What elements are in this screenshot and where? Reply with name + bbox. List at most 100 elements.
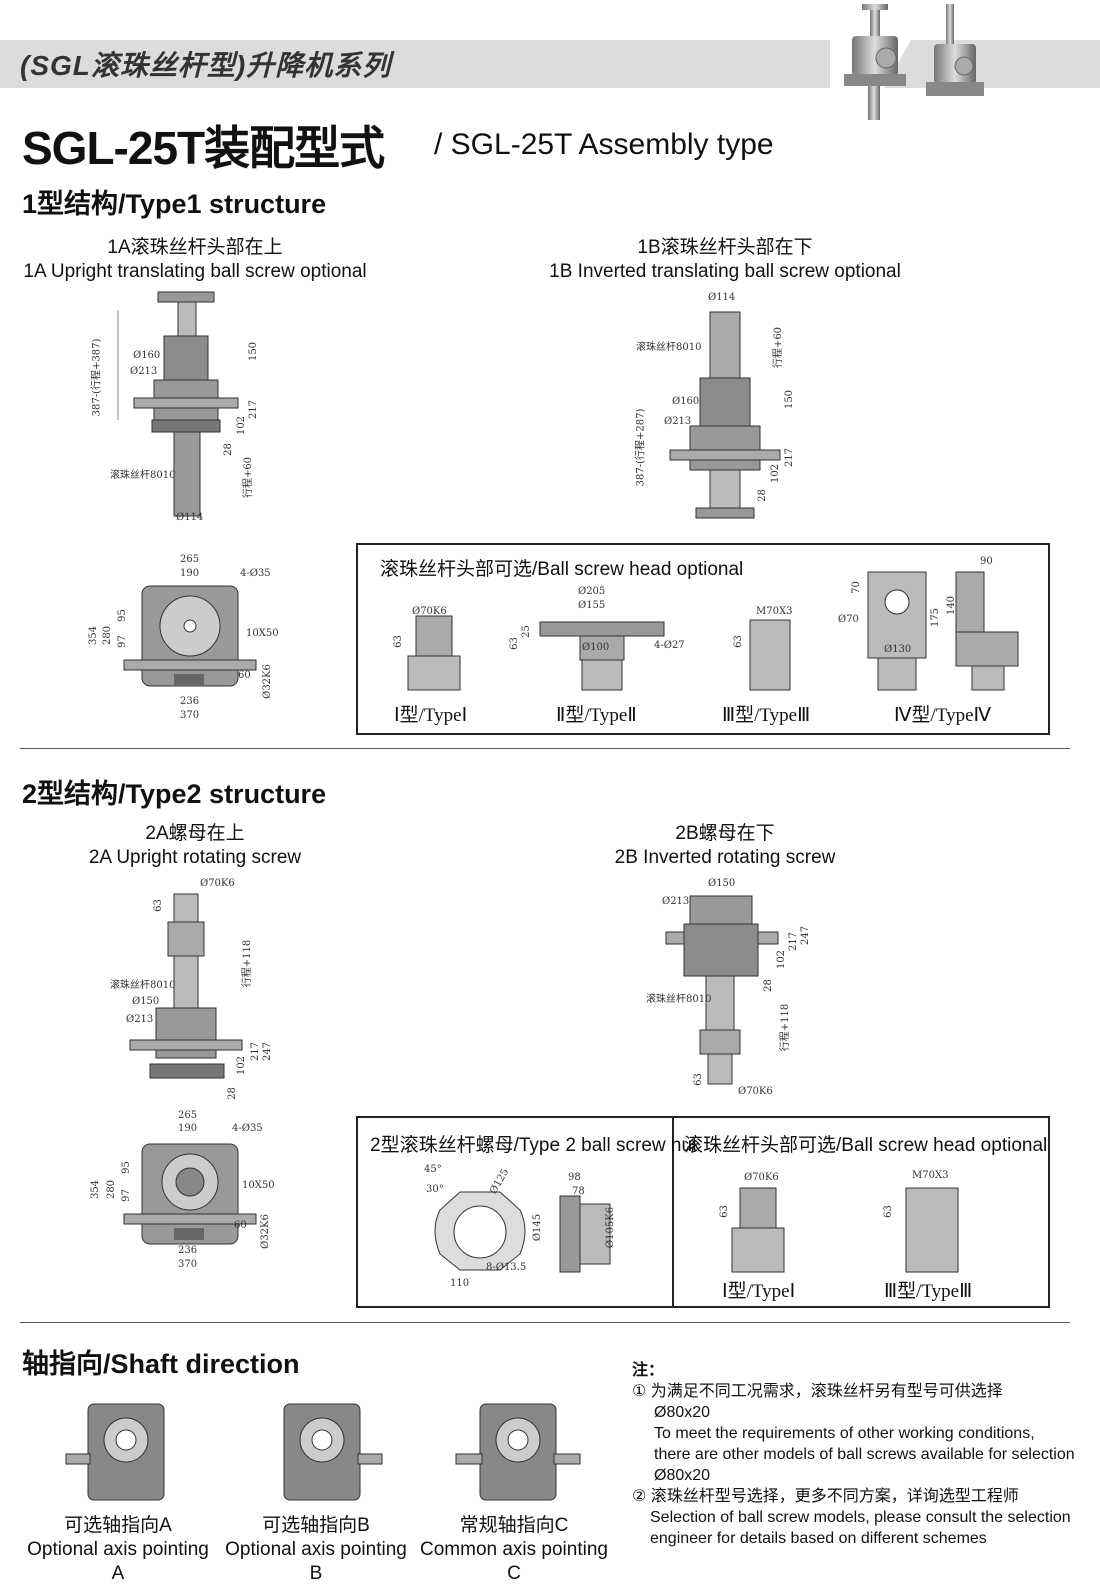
caption-1b-en: 1B Inverted translating ball screw optio… xyxy=(549,261,901,282)
plan2-h97: 97 xyxy=(120,1189,132,1202)
plan1-b236: 236 xyxy=(180,696,200,707)
head2-1-d70k6: Ø70K6 xyxy=(744,1172,779,1183)
dim-2b-217: 217 xyxy=(788,931,800,952)
caption-1b: 1B滚珠丝杆头部在下 1B Inverted translating ball … xyxy=(540,236,910,284)
heads-box-1 xyxy=(356,543,1050,735)
type2-heading: 2型结构/Type2 structure xyxy=(22,779,327,809)
caption-1b-cn: 1B滚珠丝杆头部在下 xyxy=(637,237,813,258)
head-type4-label: Ⅳ型/TypeⅣ xyxy=(894,705,992,726)
plan1-h280: 280 xyxy=(102,625,114,646)
caption-2a: 2A螺母在上 2A Upright rotating screw xyxy=(10,822,380,870)
plan2-key: 10X50 xyxy=(242,1180,275,1191)
dim-2a-d213: Ø213 xyxy=(126,1014,154,1025)
dim-1b-d114: Ø114 xyxy=(708,292,736,303)
head4-w90: 90 xyxy=(980,556,993,567)
dim-1b-28: 28 xyxy=(756,489,768,502)
plan2-b370: 370 xyxy=(178,1259,198,1270)
plan-view-1 xyxy=(123,585,257,687)
plan1-shaft: Ø32K6 xyxy=(261,664,273,699)
plan1-b370: 370 xyxy=(180,710,200,721)
drawing-2b xyxy=(665,895,779,1085)
dim-1b-d213: Ø213 xyxy=(664,416,692,427)
plan1-h354: 354 xyxy=(88,625,100,646)
head2-1-h63: 63 xyxy=(718,1205,730,1218)
note1-en2: there are other models of ball screws av… xyxy=(654,1446,1075,1463)
head2-3-m70: M70X3 xyxy=(912,1170,949,1181)
dim-1a-28: 28 xyxy=(222,443,234,456)
head2-h63: 63 xyxy=(508,637,520,650)
caption-1a-en: 1A Upright translating ball screw option… xyxy=(23,261,367,282)
dim-1b-stroke: 行程+60 xyxy=(773,326,785,369)
label-1a-screw: 滚珠丝杆8010 xyxy=(110,470,176,481)
shaft-view-c xyxy=(455,1403,581,1501)
plan1-w190: 190 xyxy=(180,568,200,579)
shaft-c-en: Common axis pointing C xyxy=(420,1539,608,1584)
plan1-h95: 95 xyxy=(116,609,128,622)
head1-h63: 63 xyxy=(392,635,404,648)
drawing-1a xyxy=(117,291,239,517)
plan2-b236: 236 xyxy=(178,1245,198,1256)
dim-1a-150: 150 xyxy=(248,341,260,362)
head2-type3-label: Ⅲ型/TypeⅢ xyxy=(884,1281,973,1302)
dim-2b-28: 28 xyxy=(762,979,774,992)
head-type3-label: Ⅲ型/TypeⅢ xyxy=(722,705,811,726)
shaft-b-cn: 可选轴指向B xyxy=(262,1515,370,1536)
nut-d145: Ø145 xyxy=(532,1213,544,1242)
plan2-s60: 60 xyxy=(234,1220,247,1231)
dim-2a-d70k6: Ø70K6 xyxy=(200,878,235,889)
note2-en2: engineer for details based on different … xyxy=(650,1530,987,1547)
head3-m70: M70X3 xyxy=(756,606,793,617)
dim-2a-d150: Ø150 xyxy=(132,996,160,1007)
plan-view-2 xyxy=(123,1143,257,1245)
dim-1a-d114: Ø114 xyxy=(176,512,204,523)
head3-h63: 63 xyxy=(732,635,744,648)
plan2-w265: 265 xyxy=(178,1110,198,1121)
dim-1a-387: 387-(行程+387) xyxy=(91,338,103,417)
head-options-2 xyxy=(731,1187,959,1273)
type1-heading: 1型结构/Type1 structure xyxy=(22,189,327,219)
dim-1a-217: 217 xyxy=(248,399,260,420)
dim-1b-102: 102 xyxy=(770,463,782,484)
head-options-1 xyxy=(407,571,1019,691)
head2-3-h63: 63 xyxy=(882,1205,894,1218)
type2-detail-box xyxy=(356,1116,1050,1308)
caption-2a-en: 2A Upright rotating screw xyxy=(88,847,302,868)
dim-2b-d213: Ø213 xyxy=(662,896,690,907)
shaft-heading: 轴指向/Shaft direction xyxy=(22,1349,300,1379)
dim-1a-d213: Ø213 xyxy=(130,366,158,377)
nut-w98: 98 xyxy=(568,1172,581,1183)
note1-cn: ① 为满足不同工况需求，滚珠丝杆另有型号可供选择 xyxy=(632,1383,1003,1400)
label-2a-screw: 滚珠丝杆8010 xyxy=(110,980,176,991)
shaft-caption-b: 可选轴指向B Optional axis pointing B xyxy=(218,1514,414,1586)
dim-2a-28: 28 xyxy=(226,1087,238,1100)
divider-1 xyxy=(20,748,1070,749)
head2-d205: Ø205 xyxy=(578,586,606,597)
drawing-2a xyxy=(129,893,243,1079)
head1-d70k6: Ø70K6 xyxy=(412,606,447,617)
caption-2b-en: 2B Inverted rotating screw xyxy=(614,847,836,868)
heads-box-1-title: 滚珠丝杆头部可选/Ball screw head optional xyxy=(380,559,744,580)
nut-a30: 30° xyxy=(426,1184,444,1195)
shaft-a-cn: 可选轴指向A xyxy=(64,1515,172,1536)
shaft-c-cn: 常规轴指向C xyxy=(459,1515,569,1536)
shaft-b-en: Optional axis pointing B xyxy=(225,1539,407,1584)
header-banner xyxy=(0,40,1100,88)
type2-detail-divider xyxy=(672,1118,674,1306)
nut-drawing xyxy=(434,1191,611,1273)
dim-2a-h63: 63 xyxy=(152,899,164,912)
product-photo xyxy=(844,4,984,120)
dim-2b-d150: Ø150 xyxy=(708,878,736,889)
head2-d155: Ø155 xyxy=(578,600,606,611)
plan2-h354: 354 xyxy=(90,1179,102,1200)
note1-v1: Ø80x20 xyxy=(654,1404,711,1421)
dim-2b-d70k6: Ø70K6 xyxy=(738,1086,773,1097)
plan2-h95: 95 xyxy=(120,1161,132,1174)
notes-block: 注： ① 为满足不同工况需求，滚珠丝杆另有型号可供选择 Ø80x20 To me… xyxy=(632,1360,1082,1549)
plan2-h280: 280 xyxy=(106,1179,118,1200)
dim-1b-387: 387-(行程+287) xyxy=(635,408,647,487)
head-type2-label: Ⅱ型/TypeⅡ xyxy=(556,705,637,726)
dim-2a-247: 247 xyxy=(262,1041,274,1062)
head4-h70: 70 xyxy=(850,581,862,594)
note2-cn: ② 滚珠丝杆型号选择，更多不同方案，详询选型工程师 xyxy=(632,1488,1019,1505)
label-1b-screw: 滚珠丝杆8010 xyxy=(636,342,702,353)
